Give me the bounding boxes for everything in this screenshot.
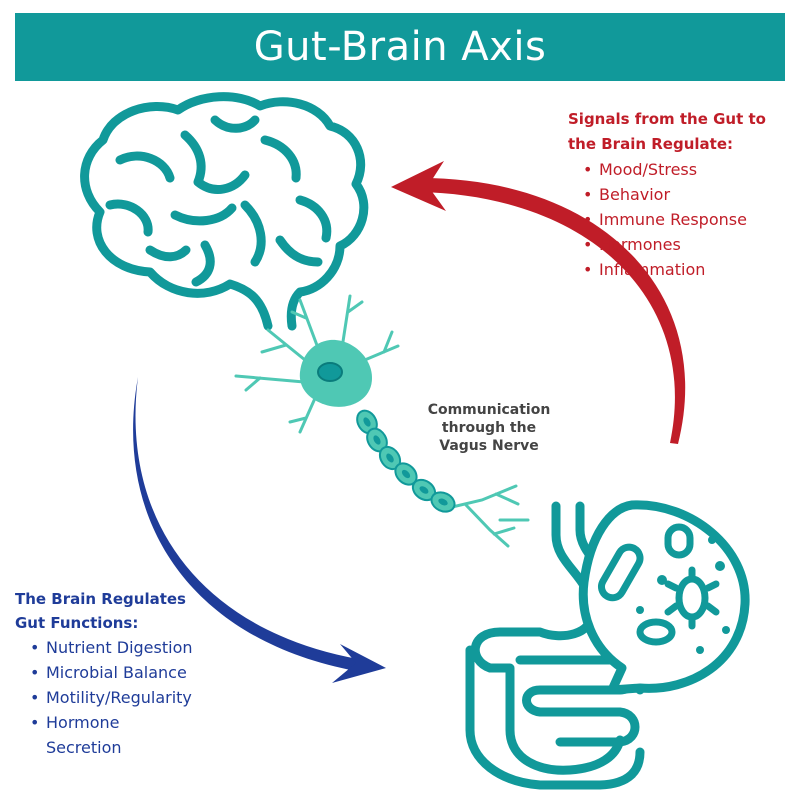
neuron-icon xyxy=(234,294,530,548)
title-banner: Gut-Brain Axis xyxy=(15,13,785,81)
page-title: Gut-Brain Axis xyxy=(253,24,547,70)
list-item: Immune Response xyxy=(568,207,796,232)
gut-to-brain-panel: Signals from the Gut to the Brain Regula… xyxy=(568,107,796,282)
gut-to-brain-heading: Signals from the Gut to the Brain Regula… xyxy=(568,107,796,157)
brain-to-gut-arrow xyxy=(133,377,386,683)
vagus-label-line2: through the xyxy=(441,420,537,436)
vagus-nerve-label: Communication through the Vagus Nerve xyxy=(414,401,564,455)
brain-to-gut-heading: The Brain Regulates Gut Functions: xyxy=(15,587,245,635)
list-item-continuation: Secretion xyxy=(46,738,122,757)
brain-icon xyxy=(80,92,369,331)
list-item: Behavior xyxy=(568,182,796,207)
brain-to-gut-list: Nutrient Digestion Microbial Balance Mot… xyxy=(15,635,245,760)
microbe-bubble-icon xyxy=(578,500,750,695)
brain-to-gut-panel: The Brain Regulates Gut Functions: Nutri… xyxy=(15,587,245,760)
list-item: Motility/Regularity xyxy=(15,685,245,710)
vagus-label-line1: Communication xyxy=(427,402,551,418)
list-item: Microbial Balance xyxy=(15,660,245,685)
gut-to-brain-heading-line2: the Brain Regulate: xyxy=(568,135,733,153)
list-item: Hormones xyxy=(568,232,796,257)
gut-to-brain-list: Mood/Stress Behavior Immune Response Hor… xyxy=(568,157,796,282)
list-item: Inflammation xyxy=(568,257,796,282)
list-item: Mood/Stress xyxy=(568,157,796,182)
brain-to-gut-heading-line2: Gut Functions: xyxy=(15,614,139,632)
list-item: Nutrient Digestion xyxy=(15,635,245,660)
list-item: Hormone xyxy=(15,710,245,735)
vagus-label-line3: Vagus Nerve xyxy=(439,438,539,454)
brain-to-gut-heading-line1: The Brain Regulates xyxy=(15,590,186,608)
gut-to-brain-heading-line1: Signals from the Gut to xyxy=(568,110,766,128)
